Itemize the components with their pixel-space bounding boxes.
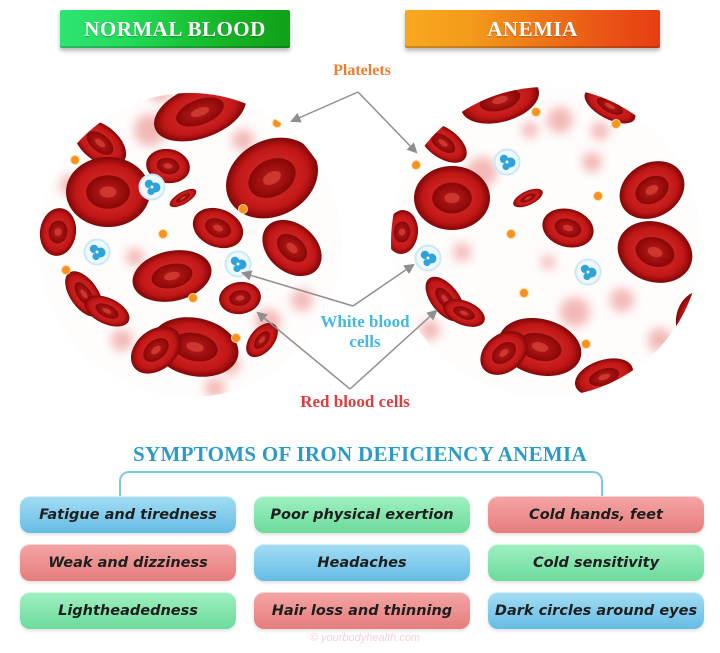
symptom-grid: Fatigue and tiredness Poor physical exert… xyxy=(20,496,704,629)
platelet-dot xyxy=(531,107,541,117)
platelets-label: Platelets xyxy=(333,62,391,79)
symptom-label: Dark circles around eyes xyxy=(494,602,698,619)
symptom-label: Headaches xyxy=(317,554,407,571)
heading-bracket xyxy=(119,471,603,499)
symptom-label: Weak and dizziness xyxy=(48,554,208,571)
symptom-box: Dark circles around eyes xyxy=(488,592,704,629)
platelet-dot xyxy=(593,191,603,201)
platelet-dot xyxy=(70,155,80,165)
symptom-label: Fatigue and tiredness xyxy=(39,506,217,523)
annotation-arrow xyxy=(256,311,351,390)
annotation-arrow xyxy=(357,91,418,154)
normal-blood-banner-label: NORMAL BLOOD xyxy=(84,16,266,41)
platelet-dot xyxy=(519,288,529,298)
symptom-box: Weak and dizziness xyxy=(20,544,236,581)
anemia-blood-circle xyxy=(391,87,701,397)
platelet-dot xyxy=(272,118,282,128)
platelet-dot xyxy=(506,229,516,239)
platelet-dot xyxy=(411,160,421,170)
annotation-arrow xyxy=(352,263,415,307)
white-blood-cells-label: White blood cells xyxy=(320,312,410,351)
symptom-label: Cold hands, feet xyxy=(529,506,663,523)
symptom-box: Poor physical exertion xyxy=(254,496,470,533)
platelet-dot xyxy=(231,333,241,343)
symptom-label: Cold sensitivity xyxy=(532,554,660,571)
anemia-banner: ANEMIA xyxy=(405,10,660,48)
red-blood-cells-label: Red blood cells xyxy=(300,392,410,411)
symptom-box: Hair loss and thinning xyxy=(254,592,470,629)
normal-blood-banner: NORMAL BLOOD xyxy=(60,10,290,48)
white-blood-cell xyxy=(574,258,602,286)
white-blood-cell xyxy=(493,148,521,176)
blood-cells-illustration xyxy=(38,87,701,397)
symptom-box: Fatigue and tiredness xyxy=(20,496,236,533)
annotation-arrow xyxy=(290,91,359,123)
symptom-label: Hair loss and thinning xyxy=(271,602,453,619)
platelet-dot xyxy=(238,204,248,214)
platelet-dot xyxy=(581,339,591,349)
symptom-box: Headaches xyxy=(254,544,470,581)
annotation-arrow xyxy=(349,309,438,390)
annotation-arrow xyxy=(240,270,354,307)
watermark: © yourbodyhealth.com xyxy=(309,632,421,644)
white-blood-cell xyxy=(414,244,442,272)
symptoms-heading: SYMPTOMS OF IRON DEFICIENCY ANEMIA xyxy=(133,442,587,466)
white-blood-cell xyxy=(138,173,166,201)
platelet-dot xyxy=(61,265,71,275)
symptom-label: Lightheadedness xyxy=(58,602,198,619)
platelet-dot xyxy=(158,229,168,239)
anemia-banner-label: ANEMIA xyxy=(487,16,578,41)
white-blood-cell xyxy=(83,238,111,266)
symptom-label: Poor physical exertion xyxy=(270,506,454,523)
white-blood-cell xyxy=(224,250,252,278)
symptom-box: Cold hands, feet xyxy=(488,496,704,533)
platelet-dot xyxy=(188,293,198,303)
symptom-box: Cold sensitivity xyxy=(488,544,704,581)
symptom-box: Lightheadedness xyxy=(20,592,236,629)
platelet-dot xyxy=(611,119,621,129)
